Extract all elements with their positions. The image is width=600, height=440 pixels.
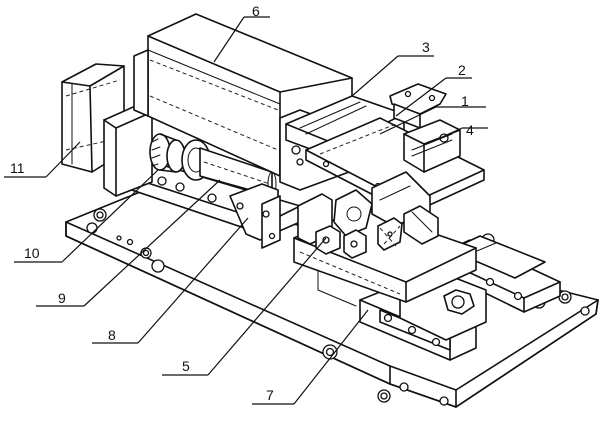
callout-8: 8 <box>108 327 116 343</box>
front-slide-block <box>359 271 487 361</box>
sensor-bracket <box>229 183 281 249</box>
callout-5: 5 <box>182 358 190 374</box>
callout-3: 3 <box>422 39 430 55</box>
callout-9: 9 <box>58 290 66 306</box>
gripper-mechanism <box>297 171 439 259</box>
callout-11: 11 <box>10 160 25 176</box>
callout-2: 2 <box>458 62 466 78</box>
motor-flange <box>103 103 153 197</box>
callout-1: 1 <box>461 93 469 109</box>
callout-4: 4 <box>466 122 474 138</box>
leader-lines <box>4 16 488 405</box>
callout-10: 10 <box>24 245 40 261</box>
callout-6: 6 <box>252 3 260 19</box>
callout-7: 7 <box>266 387 274 403</box>
